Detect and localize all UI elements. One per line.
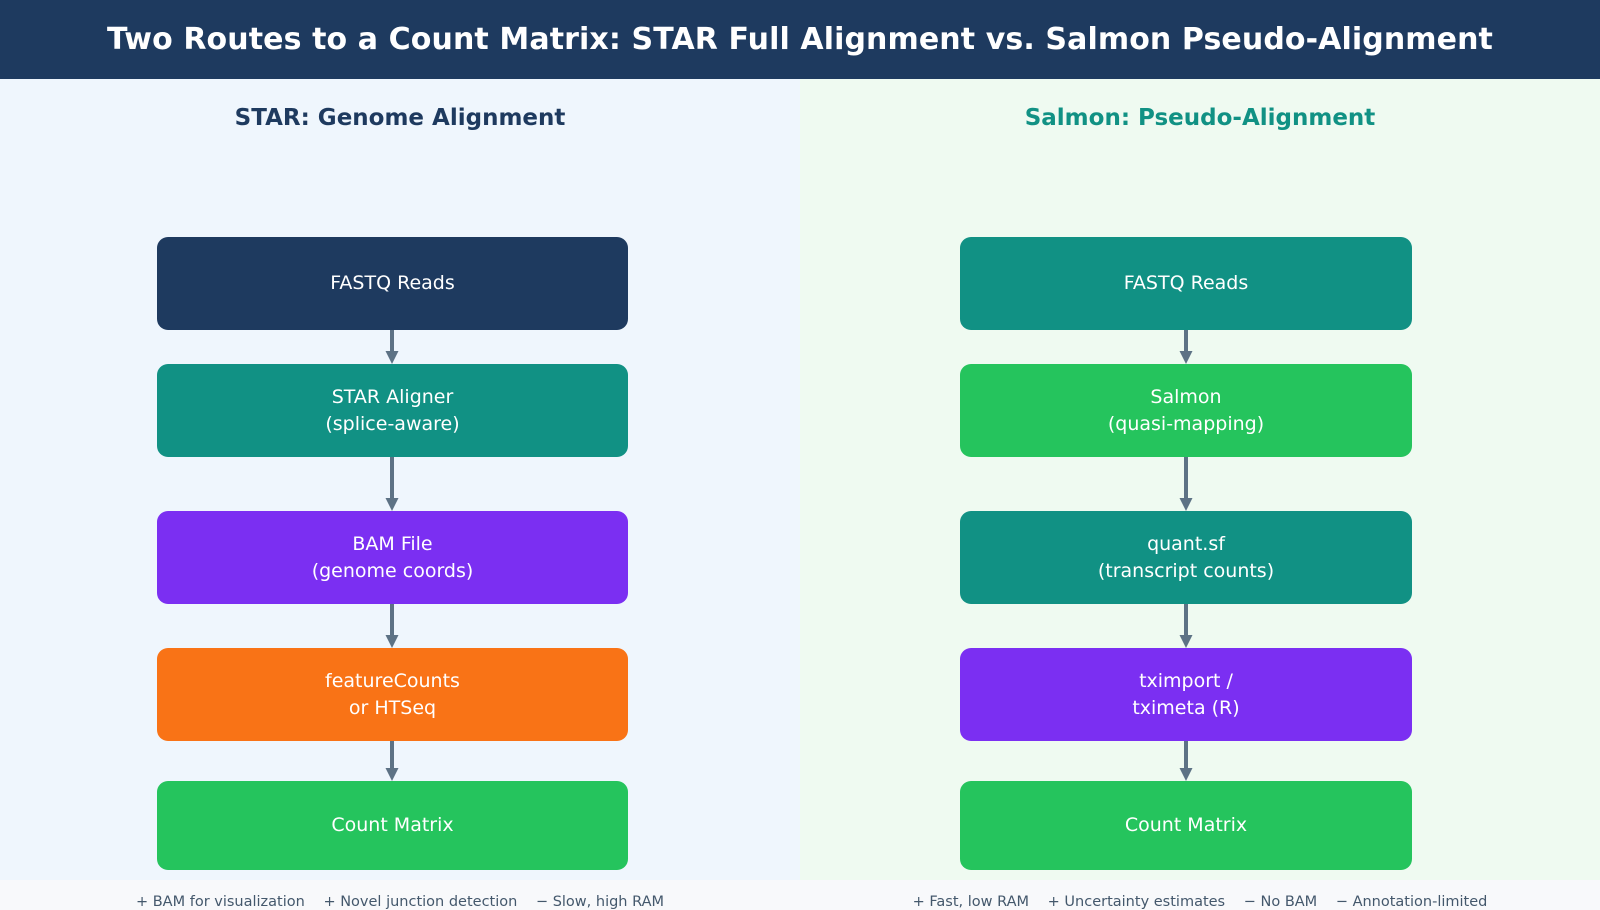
node-star-count-matrix[interactable]: Count Matrix (157, 781, 628, 870)
panel-title-salmon: Salmon: Pseudo-Alignment (1024, 105, 1376, 131)
node-salmon-fastq-reads[interactable]: FASTQ Reads (960, 237, 1412, 330)
node-label-line2: (transcript counts) (1097, 559, 1275, 582)
node-star-featurecounts[interactable]: featureCounts or HTSeq (157, 648, 628, 741)
arrow-salmon-4 (1175, 741, 1197, 781)
arrow-salmon-2 (1175, 457, 1197, 511)
node-label-line2: (quasi-mapping) (1107, 412, 1265, 435)
footer-item-con-2: − Annotation-limited (1335, 894, 1488, 910)
footer-item-con-1: − Slow, high RAM (535, 894, 665, 910)
panel-star: STAR: Genome Alignment FASTQ Reads STAR … (0, 79, 800, 910)
node-label-line1: BAM File (352, 532, 433, 555)
node-star-fastq-reads[interactable]: FASTQ Reads (157, 237, 628, 330)
node-salmon-tximport[interactable]: tximport / tximeta (R) (960, 648, 1412, 741)
page-title: Two Routes to a Count Matrix: STAR Full … (107, 22, 1493, 57)
arrow-star-2 (381, 457, 403, 511)
node-star-bam-file[interactable]: BAM File (genome coords) (157, 511, 628, 604)
panel-title-star: STAR: Genome Alignment (234, 105, 566, 131)
panel-salmon: Salmon: Pseudo-Alignment FASTQ Reads Sal… (800, 79, 1600, 910)
arrow-star-1 (381, 330, 403, 364)
panel-footer-salmon: + Fast, low RAM + Uncertainty estimates … (800, 894, 1600, 910)
node-label-line2: (genome coords) (311, 559, 474, 582)
node-label-line2: (splice-aware) (325, 412, 460, 435)
node-salmon-count-matrix[interactable]: Count Matrix (960, 781, 1412, 870)
arrow-star-4 (381, 741, 403, 781)
node-label-line1: FASTQ Reads (1123, 272, 1249, 294)
node-star-aligner[interactable]: STAR Aligner (splice-aware) (157, 364, 628, 457)
node-salmon-quasi-mapping[interactable]: Salmon (quasi-mapping) (960, 364, 1412, 457)
node-label-line2: or HTSeq (348, 696, 437, 719)
arrow-star-3 (381, 604, 403, 648)
footer-item-pro-1: + BAM for visualization (135, 894, 305, 910)
footer-item-pro-2: + Novel junction detection (323, 894, 518, 910)
node-label-line1: STAR Aligner (331, 385, 454, 408)
node-label-line1: FASTQ Reads (330, 272, 455, 294)
node-salmon-quant-sf[interactable]: quant.sf (transcript counts) (960, 511, 1412, 604)
node-label-line1: Count Matrix (1124, 814, 1248, 836)
footer-item-pro-1: + Fast, low RAM (912, 894, 1030, 910)
panels-container: STAR: Genome Alignment FASTQ Reads STAR … (0, 79, 1600, 910)
header-bar: Two Routes to a Count Matrix: STAR Full … (0, 0, 1600, 79)
arrow-salmon-1 (1175, 330, 1197, 364)
arrow-salmon-3 (1175, 604, 1197, 648)
node-label-line1: tximport / (1139, 669, 1233, 692)
node-label-line1: Count Matrix (331, 814, 454, 836)
node-label-line2: tximeta (R) (1132, 696, 1240, 719)
node-label-line1: Salmon (1150, 385, 1222, 408)
footer-item-con-1: − No BAM (1243, 894, 1318, 910)
node-label-line1: quant.sf (1147, 532, 1225, 555)
footer-item-pro-2: + Uncertainty estimates (1047, 894, 1226, 910)
node-label-line1: featureCounts (325, 669, 460, 692)
panel-footer-star: + BAM for visualization + Novel junction… (0, 894, 800, 910)
